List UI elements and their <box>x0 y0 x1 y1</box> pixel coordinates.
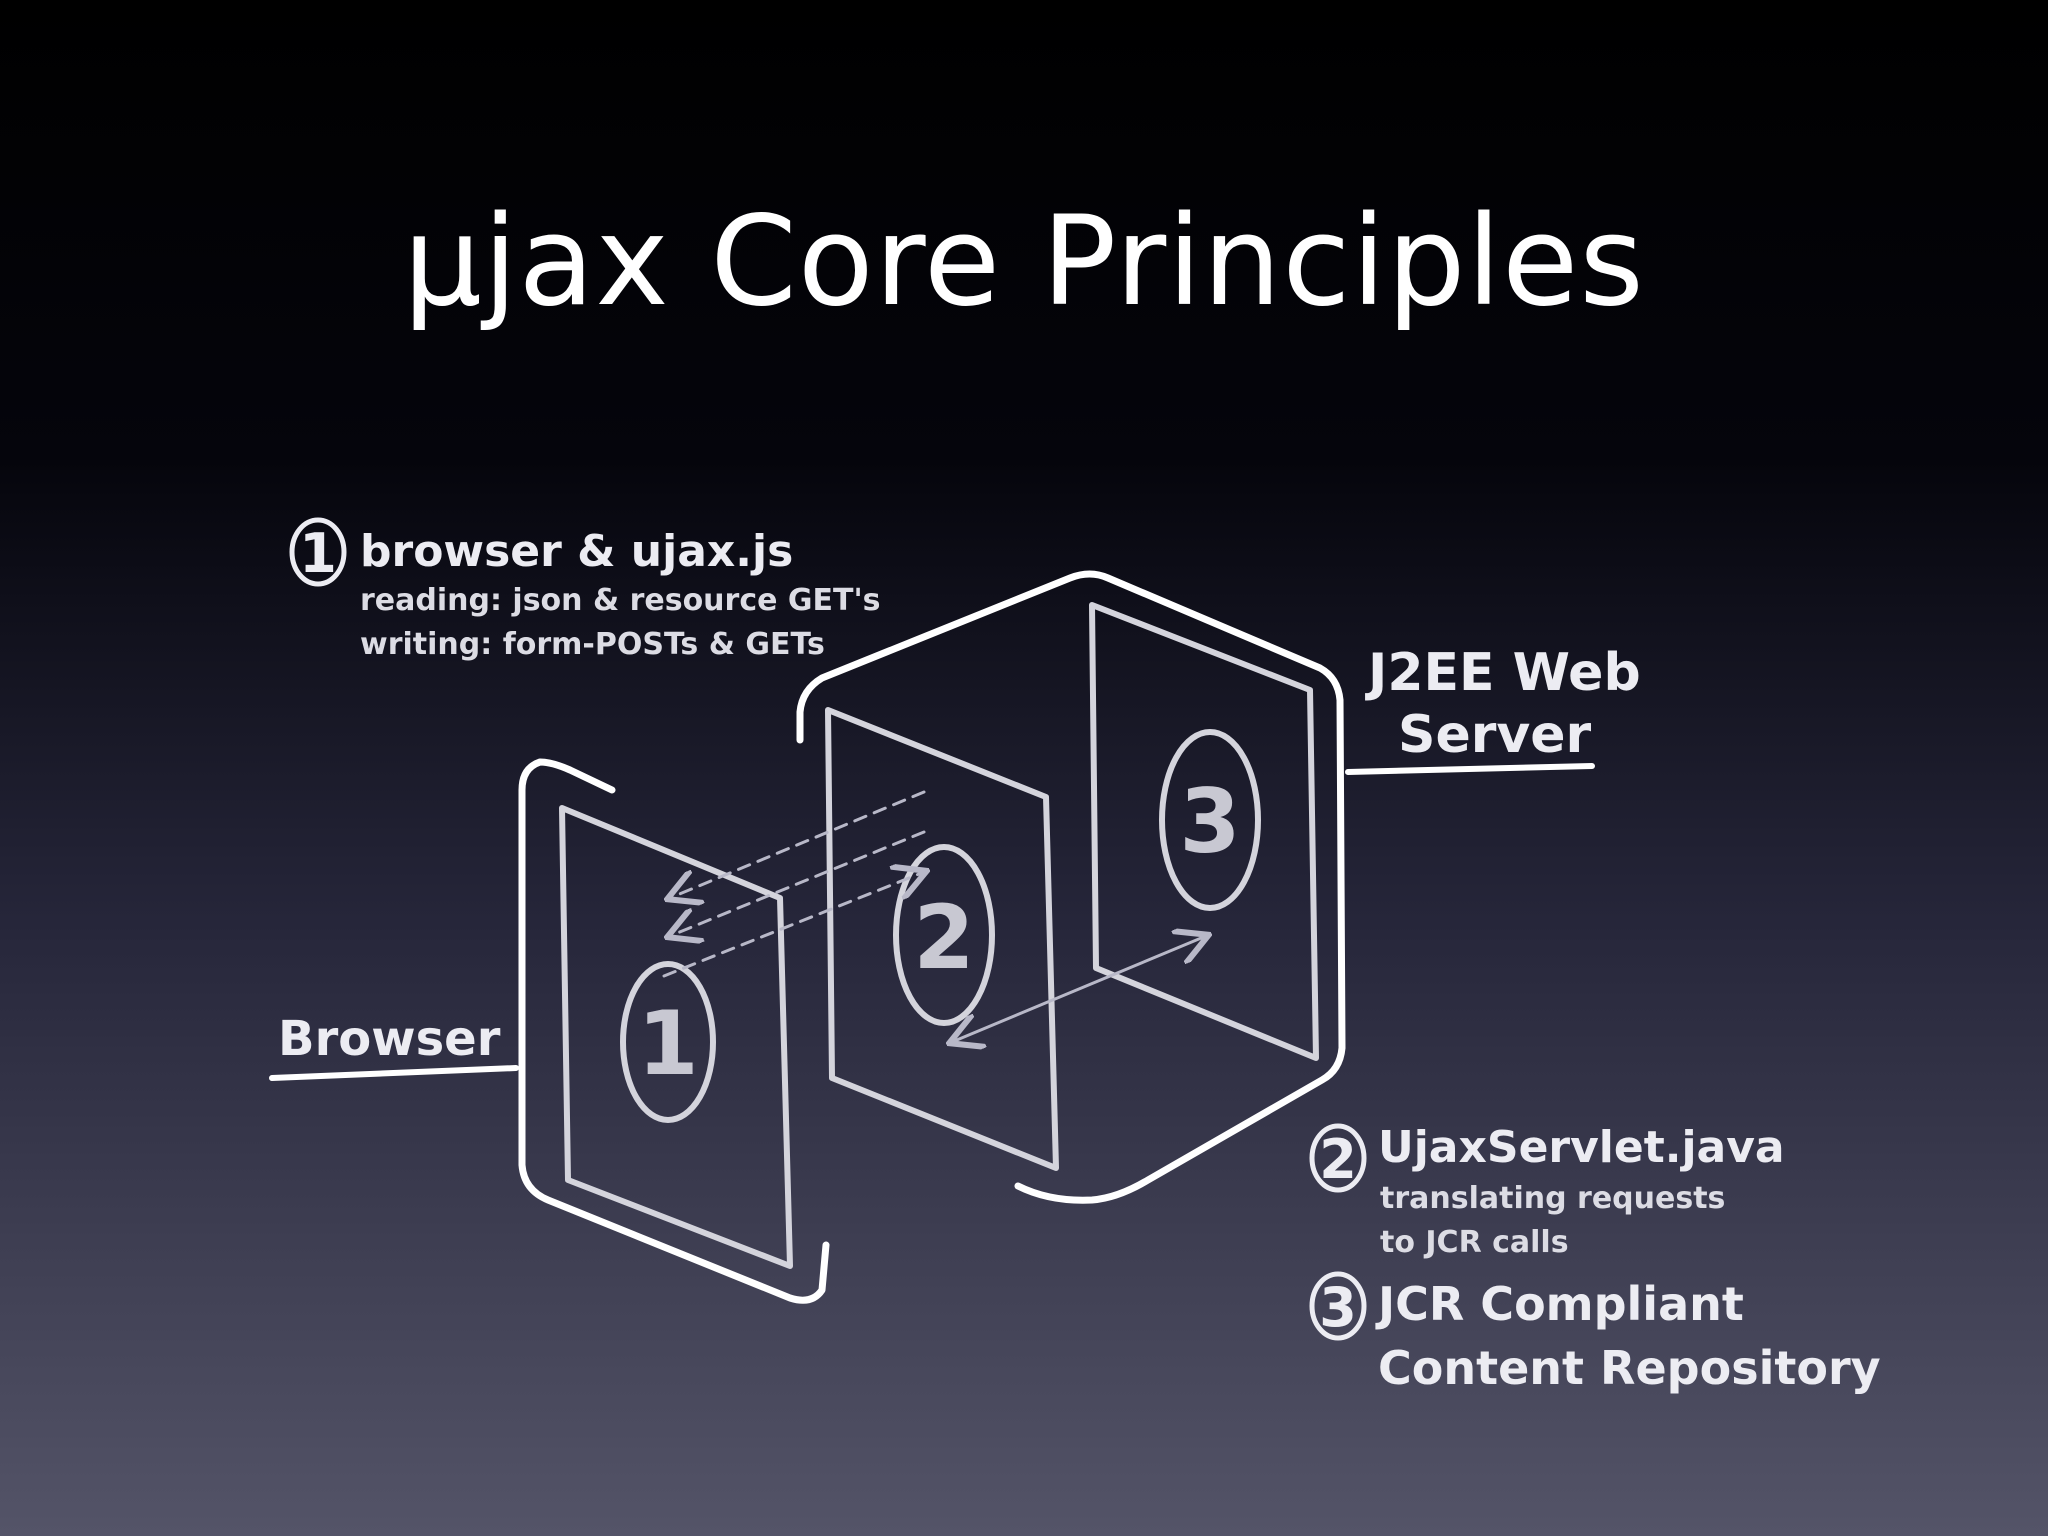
legend-item-2: 2 UjaxServlet.java translating requests … <box>1309 1122 1785 1260</box>
servlet-repo-arrow <box>952 936 1206 1042</box>
server-label-line2: Server <box>1398 705 1592 765</box>
legend-3-heading: JCR Compliant <box>1375 1277 1744 1331</box>
server-frame <box>796 570 1346 1204</box>
legend-2-line-1: translating requests <box>1380 1181 1725 1216</box>
legend-item-3: 3 JCR Compliant Content Repository <box>1309 1271 1881 1395</box>
repository-circle: 3 <box>1159 729 1261 911</box>
browser-circle: 1 <box>620 961 716 1123</box>
request-arrow-top <box>670 790 926 898</box>
legend-2-number: 2 <box>1319 1128 1357 1191</box>
legend-1-line-1: reading: json & resource GET's <box>360 583 881 618</box>
browser-number: 1 <box>637 992 698 1095</box>
legend-2-heading: UjaxServlet.java <box>1378 1122 1785 1173</box>
browser-panel <box>559 805 793 1269</box>
request-arrow-middle <box>670 830 926 936</box>
legend-3-line-1: Content Repository <box>1378 1341 1881 1395</box>
legend-3-number: 3 <box>1319 1276 1357 1339</box>
server-label-group: J2EE Web Server <box>1345 643 1641 775</box>
server-label-line1: J2EE Web <box>1365 643 1641 703</box>
repository-number: 3 <box>1179 770 1240 873</box>
browser-label: Browser <box>278 1011 501 1067</box>
servlet-panel <box>825 707 1059 1171</box>
browser-frame <box>518 758 830 1304</box>
legend-item-1: 1 browser & ujax.js reading: json & reso… <box>289 517 881 662</box>
legend-2-line-2: to JCR calls <box>1380 1225 1569 1260</box>
request-arrow-bottom <box>662 872 924 978</box>
browser-bracket <box>518 758 830 1304</box>
servlet-number: 2 <box>913 886 974 989</box>
browser-label-group: Browser <box>269 1011 519 1081</box>
servlet-circle: 2 <box>893 844 995 1026</box>
request-arrows <box>662 790 926 978</box>
slide-title: μjax Core Principles <box>403 190 1645 334</box>
repository-panel <box>1089 602 1319 1061</box>
server-bracket <box>796 570 1346 1204</box>
legend-1-heading: browser & ujax.js <box>360 526 793 577</box>
legend-1-line-2: writing: form-POSTs & GETs <box>360 627 825 662</box>
legend-1-number: 1 <box>299 522 337 585</box>
